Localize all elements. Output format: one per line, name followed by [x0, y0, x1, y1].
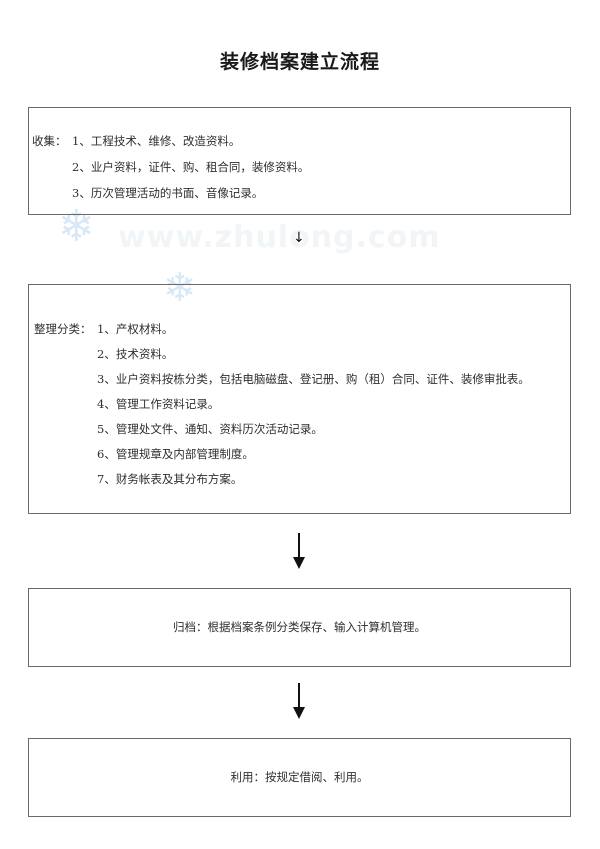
- arrow-head: [293, 707, 305, 719]
- list-item: 2、技术资料。: [97, 347, 174, 361]
- list-item: 5、管理处文件、通知、资料历次活动记录。: [97, 422, 323, 436]
- list-item: 3、业户资料按栋分类，包括电脑磁盘、登记册、购（租）合同、证件、装修审批表。: [97, 372, 530, 386]
- list-item: 1、产权材料。: [97, 322, 174, 336]
- watermark-text: www.zhulong.com: [118, 220, 441, 255]
- arrow-down-icon: ↓: [293, 230, 305, 246]
- step-label: 收集：: [32, 134, 67, 148]
- flow-step-collect: 收集： 1、工程技术、维修、改造资料。 2、业户资料，证件、购、租合同，装修资料…: [28, 107, 571, 215]
- list-item: 6、管理规章及内部管理制度。: [97, 447, 254, 461]
- list-item: 2、业户资料，证件、购、租合同，装修资料。: [72, 160, 310, 174]
- arrow-head: [293, 557, 305, 569]
- arrow-shaft: [298, 533, 300, 559]
- list-item: 3、历次管理活动的书面、音像记录。: [72, 186, 264, 200]
- list-item: 1、工程技术、维修、改造资料。: [72, 134, 241, 148]
- flow-step-archive: 归档：根据档案条例分类保存、输入计算机管理。: [28, 588, 571, 667]
- arrow-down-icon: [293, 533, 305, 569]
- step-label: 整理分类：: [34, 322, 92, 336]
- list-item: 7、财务帐表及其分布方案。: [97, 472, 243, 486]
- page-title: 装修档案建立流程: [219, 51, 380, 73]
- flow-step-use: 利用：按规定借阅、利用。: [28, 738, 571, 817]
- arrow-down-icon: [293, 683, 305, 719]
- flow-step-organize: 整理分类： 1、产权材料。 2、技术资料。 3、业户资料按栋分类，包括电脑磁盘、…: [28, 284, 571, 514]
- list-item: 4、管理工作资料记录。: [97, 397, 220, 411]
- arrow-shaft: [298, 683, 300, 709]
- step-text: 利用：按规定借阅、利用。: [230, 770, 369, 784]
- step-text: 归档：根据档案条例分类保存、输入计算机管理。: [173, 620, 426, 634]
